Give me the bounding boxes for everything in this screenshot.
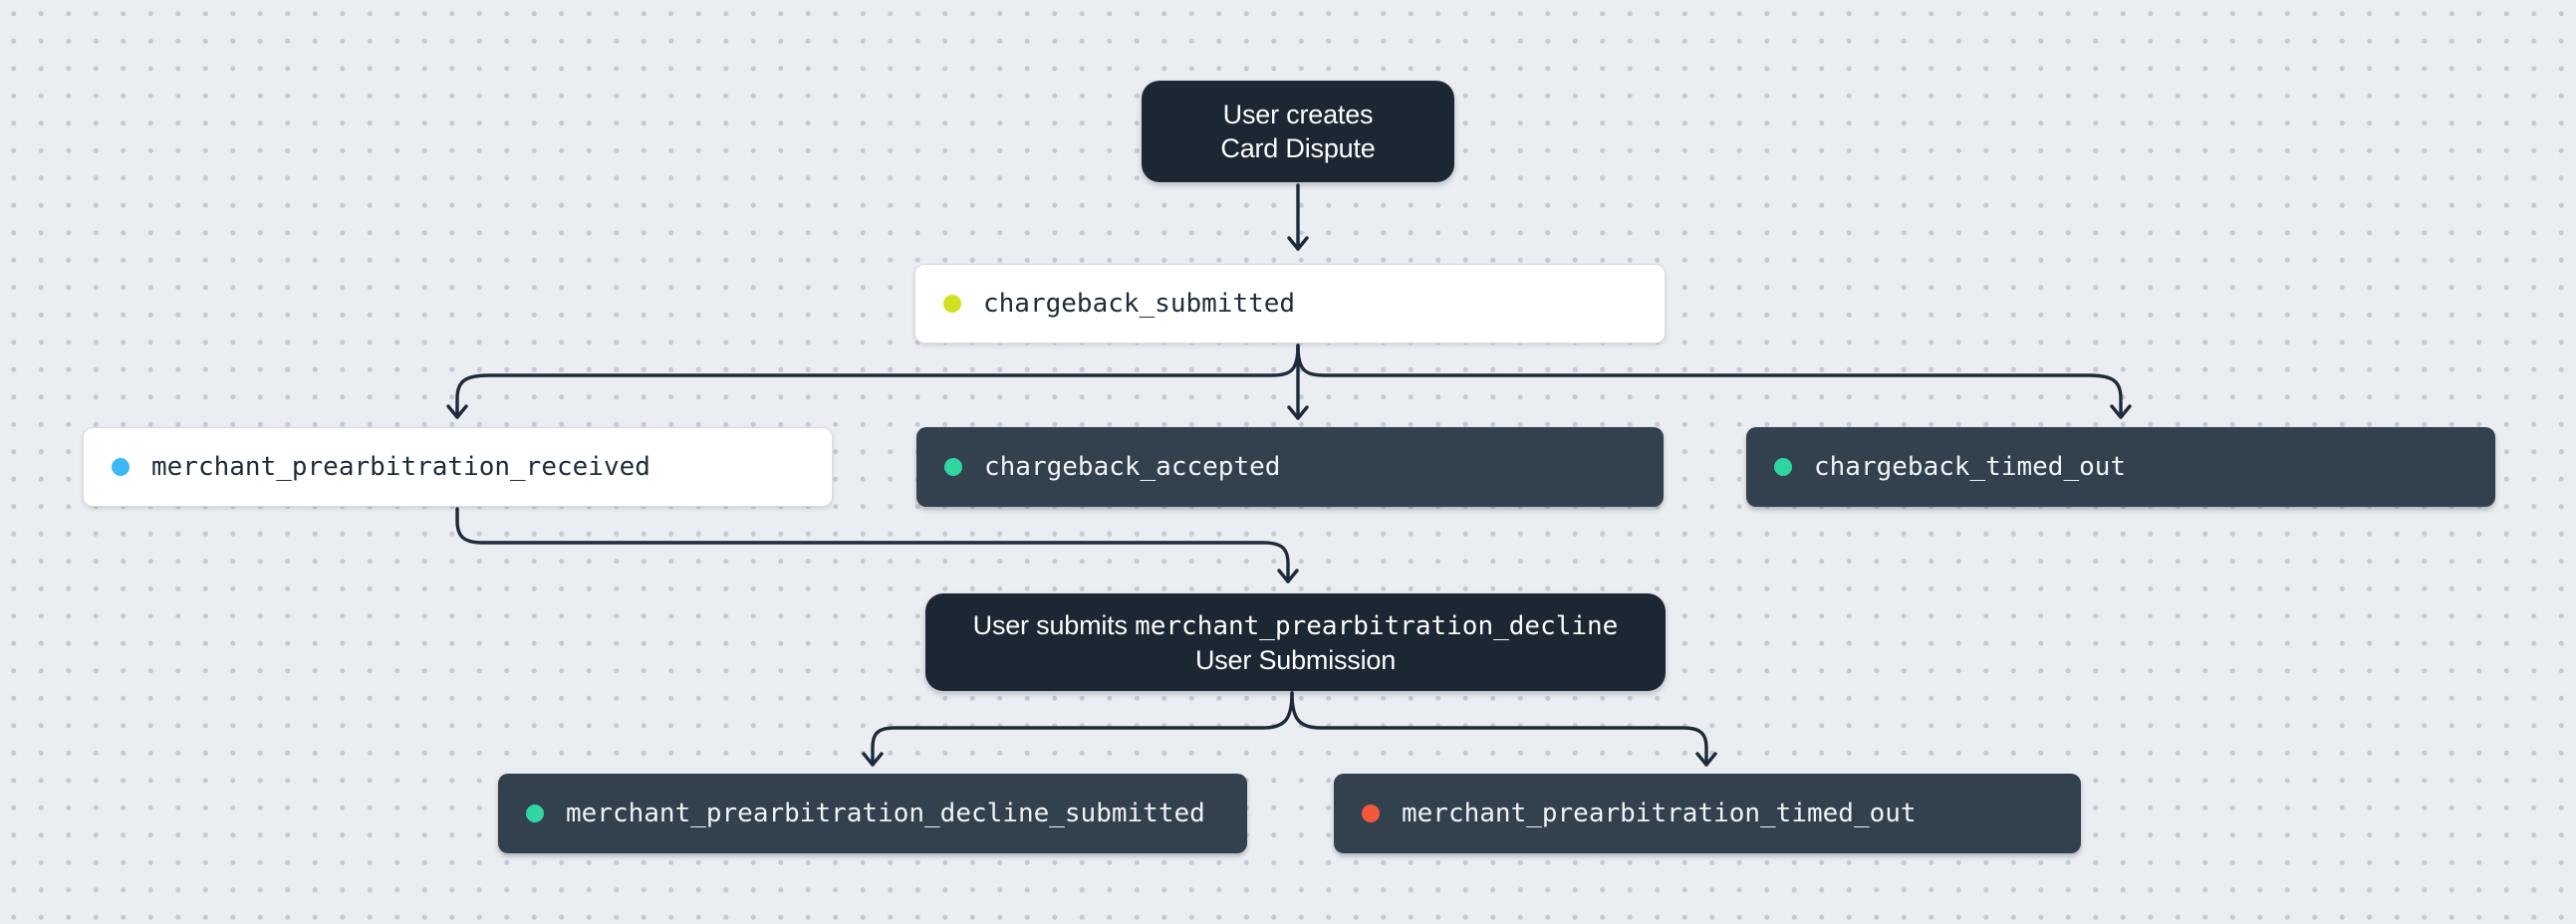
node-merchant-prearbitration-received: merchant_prearbitration_received	[83, 427, 833, 507]
node-merchant-prearbitration-timed-out: merchant_prearbitration_timed_out	[1334, 774, 2081, 853]
node-user-submits-merchant-prearbitration-decline: User submits merchant_prearbitration_dec…	[925, 593, 1666, 691]
event-status-dot	[944, 458, 962, 476]
node-chargeback-timed-out: chargeback_timed_out	[1746, 427, 2495, 507]
node-label-line1: User submits merchant_prearbitration_dec…	[973, 608, 1619, 643]
node-chargeback-accepted: chargeback_accepted	[916, 427, 1664, 507]
node-chargeback-submitted: chargeback_submitted	[914, 264, 1666, 344]
event-label: chargeback_timed_out	[1814, 452, 2127, 482]
event-label: merchant_prearbitration_received	[151, 452, 650, 482]
node-label-prefix: User submits	[972, 609, 1136, 640]
event-status-dot	[1774, 458, 1792, 476]
edge-merchant-prearbitration-received-to-user-submits	[455, 507, 1299, 583]
event-status-dot	[1362, 805, 1380, 822]
event-label: merchant_prearbitration_timed_out	[1402, 799, 1917, 828]
event-label: chargeback_accepted	[984, 452, 1281, 482]
edge-chargeback-submitted-to-chargeback-timed-out	[1296, 344, 2132, 419]
event-label: chargeback_submitted	[983, 289, 1296, 319]
node-user-creates-card-dispute: User creates Card Dispute	[1142, 81, 1454, 182]
event-status-dot	[943, 295, 961, 313]
edge-user-submits-to-merchant-prearbitration-timed-out	[1290, 691, 1717, 767]
event-status-dot	[526, 805, 544, 822]
edge-chargeback-submitted-to-merchant-prearbitration-received	[446, 344, 1300, 419]
node-label-line2: Card Dispute	[1220, 133, 1376, 163]
node-label: User creates Card Dispute	[1220, 98, 1375, 165]
event-status-dot	[112, 458, 129, 476]
node-label-line2: User Submission	[1194, 644, 1397, 675]
node-label-code: merchant_prearbitration_decline	[1135, 610, 1619, 641]
event-label: merchant_prearbitration_decline_submitte…	[566, 799, 1205, 828]
edge-user-submits-to-merchant-prearbitration-decline-submitted	[862, 691, 1294, 767]
node-merchant-prearbitration-decline-submitted: merchant_prearbitration_decline_submitte…	[498, 774, 1247, 853]
node-label-line1: User creates	[1222, 100, 1374, 129]
